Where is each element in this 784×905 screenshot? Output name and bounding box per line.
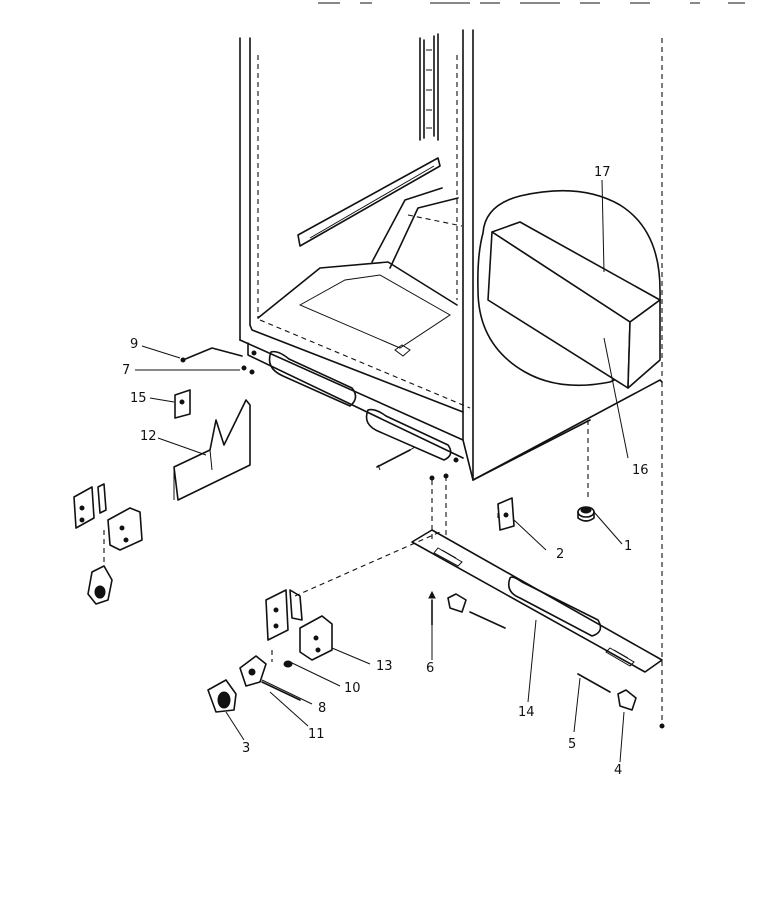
callout-14: 14 xyxy=(518,705,535,720)
callout-13: 13 xyxy=(376,659,393,674)
callout-1: 1 xyxy=(624,539,632,554)
roller-parts xyxy=(447,382,665,729)
insulation-block xyxy=(487,221,661,389)
screw-set xyxy=(428,473,449,626)
callout-10: 10 xyxy=(344,681,361,696)
detail-inset xyxy=(477,189,661,389)
callout-3: 3 xyxy=(242,741,250,756)
callout-2: 2 xyxy=(556,547,564,562)
callout-7: 7 xyxy=(122,363,130,378)
roller-wheel-assy xyxy=(207,650,301,713)
left-roller-bracket xyxy=(73,483,143,605)
callout-15: 15 xyxy=(130,391,147,406)
callout-17: 17 xyxy=(594,165,611,180)
front-roller-bracket xyxy=(265,531,441,661)
leader-lines xyxy=(135,179,629,763)
callout-labels: 1 2 3 4 5 6 7 8 9 10 11 12 13 14 15 16 1… xyxy=(122,165,649,778)
callout-16: 16 xyxy=(632,463,649,478)
callout-5: 5 xyxy=(568,737,576,752)
callout-11: 11 xyxy=(308,727,325,742)
leveling-leg xyxy=(577,420,595,522)
bracket-2 xyxy=(497,497,515,531)
callout-8: 8 xyxy=(318,701,326,716)
cabinet-body xyxy=(239,29,663,481)
plate-15 xyxy=(174,389,191,419)
callout-12: 12 xyxy=(140,429,157,444)
base-grille xyxy=(411,529,663,673)
callout-9: 9 xyxy=(130,337,138,352)
callout-4: 4 xyxy=(614,763,622,778)
screws-left xyxy=(180,347,255,375)
insulation-panel xyxy=(173,399,251,501)
callout-6: 6 xyxy=(426,661,434,676)
